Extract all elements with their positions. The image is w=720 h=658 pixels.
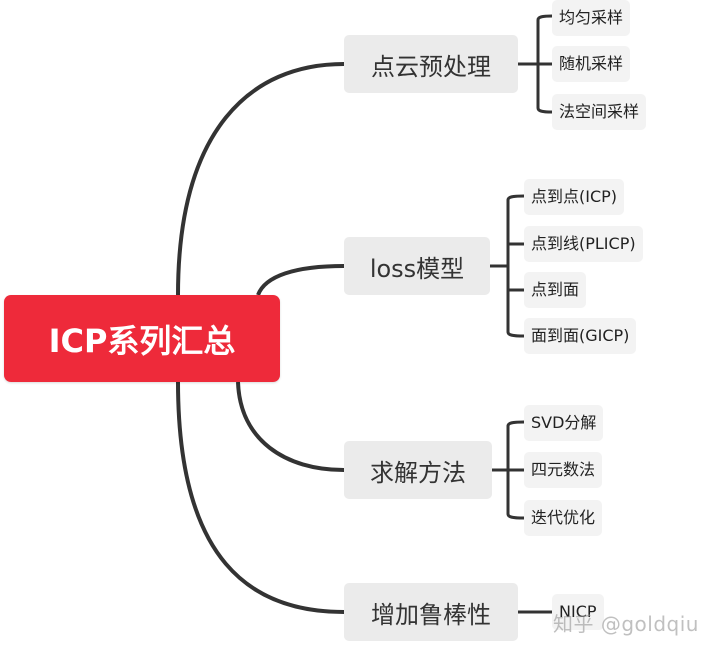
leaf-label: 均匀采样 [559, 8, 624, 27]
connector-root-solve [236, 381, 345, 472]
branch-label: 点云预处理 [371, 52, 491, 81]
watermark: 知乎 @goldqiu [553, 612, 699, 636]
leaf-node-svd[interactable]: SVD分解 [524, 405, 604, 441]
leaf-node-plane-to-plane[interactable]: 面到面(GICP) [524, 318, 637, 354]
leaf-node-uniform-sampling[interactable]: 均匀采样 [552, 0, 631, 36]
connector-root-preprocess [176, 62, 345, 296]
branch-label: loss模型 [369, 254, 465, 283]
leaf-node-quaternion[interactable]: 四元数法 [524, 452, 603, 488]
connector-root-loss [256, 264, 345, 296]
leaf-node-point-to-point[interactable]: 点到点(ICP) [524, 179, 625, 215]
leaf-label: 四元数法 [531, 460, 596, 479]
connector-loss-children [490, 194, 525, 338]
leaf-label: 迭代优化 [531, 508, 596, 527]
connector-root-robust [176, 381, 345, 614]
leaf-node-random-sampling[interactable]: 随机采样 [552, 46, 631, 82]
leaf-node-iterative-optimization[interactable]: 迭代优化 [524, 500, 603, 536]
leaf-label: 点到面 [531, 280, 580, 299]
branch-node-preprocess[interactable]: 点云预处理 [344, 35, 518, 93]
leaf-label: SVD分解 [531, 413, 597, 432]
connector-solve-children [492, 420, 525, 520]
leaf-node-nicp[interactable]: NICP [552, 594, 604, 630]
root-node-label: ICP系列汇总 [48, 321, 236, 360]
leaf-label: 点到线(PLICP) [531, 234, 636, 253]
leaf-label: 面到面(GICP) [531, 326, 630, 345]
connector-preprocess-children [518, 14, 553, 114]
leaf-node-point-to-line[interactable]: 点到线(PLICP) [524, 226, 643, 262]
leaf-node-normal-space-sampling[interactable]: 法空间采样 [552, 94, 647, 130]
leaf-label: 随机采样 [559, 54, 624, 73]
branch-label: 求解方法 [370, 458, 466, 487]
leaf-label: NICP [559, 602, 597, 621]
branch-node-loss[interactable]: loss模型 [344, 237, 490, 295]
branch-node-robust[interactable]: 增加鲁棒性 [344, 583, 518, 641]
root-node[interactable]: ICP系列汇总 [4, 295, 280, 382]
leaf-label: 法空间采样 [559, 102, 640, 121]
leaf-node-point-to-plane[interactable]: 点到面 [524, 272, 587, 308]
branch-node-solve[interactable]: 求解方法 [344, 441, 492, 499]
leaf-label: 点到点(ICP) [531, 187, 618, 206]
branch-label: 增加鲁棒性 [371, 600, 491, 629]
